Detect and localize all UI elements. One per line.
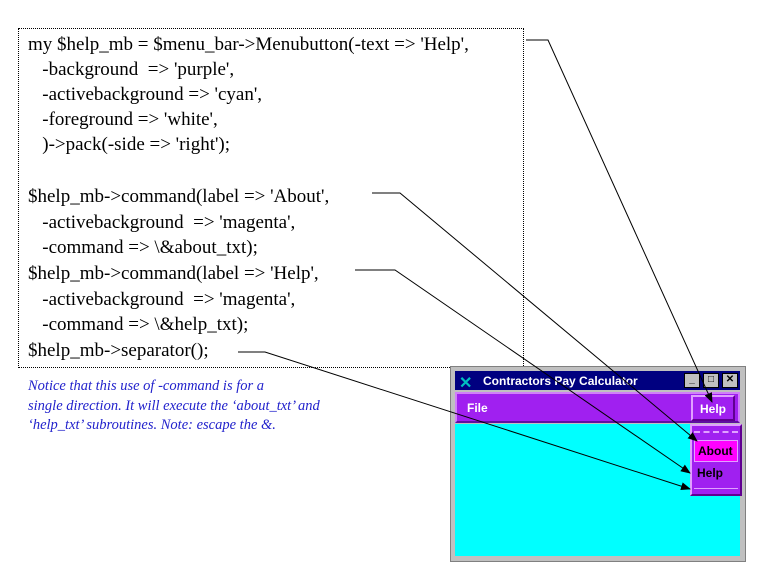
help-menubutton[interactable]: Help [691,395,735,421]
code-line: $help_mb->separator(); [28,340,209,361]
minimize-button[interactable]: _ [684,373,700,388]
arrow-to-help-item [355,269,691,474]
code-box: my $help_mb = $menu_bar->Menubutton(-tex… [18,28,524,368]
help-dropdown: About Help [690,424,742,496]
code-line: )->pack(-side => 'right'); [28,134,231,155]
note-text: Notice that this use of -command is for … [28,377,320,436]
arrow-to-help-button [526,39,713,403]
menu-bar: File Help [455,392,740,423]
code-line: -command => \&help_txt); [28,314,249,335]
x-app-icon: ✕ [459,375,473,392]
code-line: -command => \&about_txt); [28,237,258,258]
note-line: Notice that this use of -command is for … [28,378,265,394]
arrow-to-separator [238,351,691,491]
menu-separator [694,488,738,489]
close-button[interactable]: ✕ [722,373,738,388]
code-line: -activebackground => 'magenta', [28,212,296,233]
note-line: ‘help_txt’ subroutines. Note: escape the… [28,417,276,433]
code-line: $help_mb->command(label => 'Help', [28,263,319,284]
tearoff-line[interactable] [694,431,738,433]
title-bar[interactable]: ✕ Contractors Pay Calculator _ □ ✕ [455,371,740,392]
code-line: -activebackground => 'magenta', [28,289,296,310]
note-line: single direction. It will execute the ‘a… [28,397,320,414]
maximize-button[interactable]: □ [703,373,719,388]
window-title: Contractors Pay Calculator [483,374,638,388]
menu-item-about[interactable]: About [694,440,738,462]
menu-item-help[interactable]: Help [697,466,724,480]
file-menu[interactable]: File [467,401,488,415]
arrow-to-about [372,192,698,442]
code-line: -background => 'purple', [28,59,235,80]
help-menu-label: Help [700,402,727,416]
code-line: $help_mb->command(label => 'About', [28,186,330,207]
code-line: -foreground => 'white', [28,109,218,130]
code-line: my $help_mb = $menu_bar->Menubutton(-tex… [28,34,469,55]
code-line: -activebackground => 'cyan', [28,84,263,105]
